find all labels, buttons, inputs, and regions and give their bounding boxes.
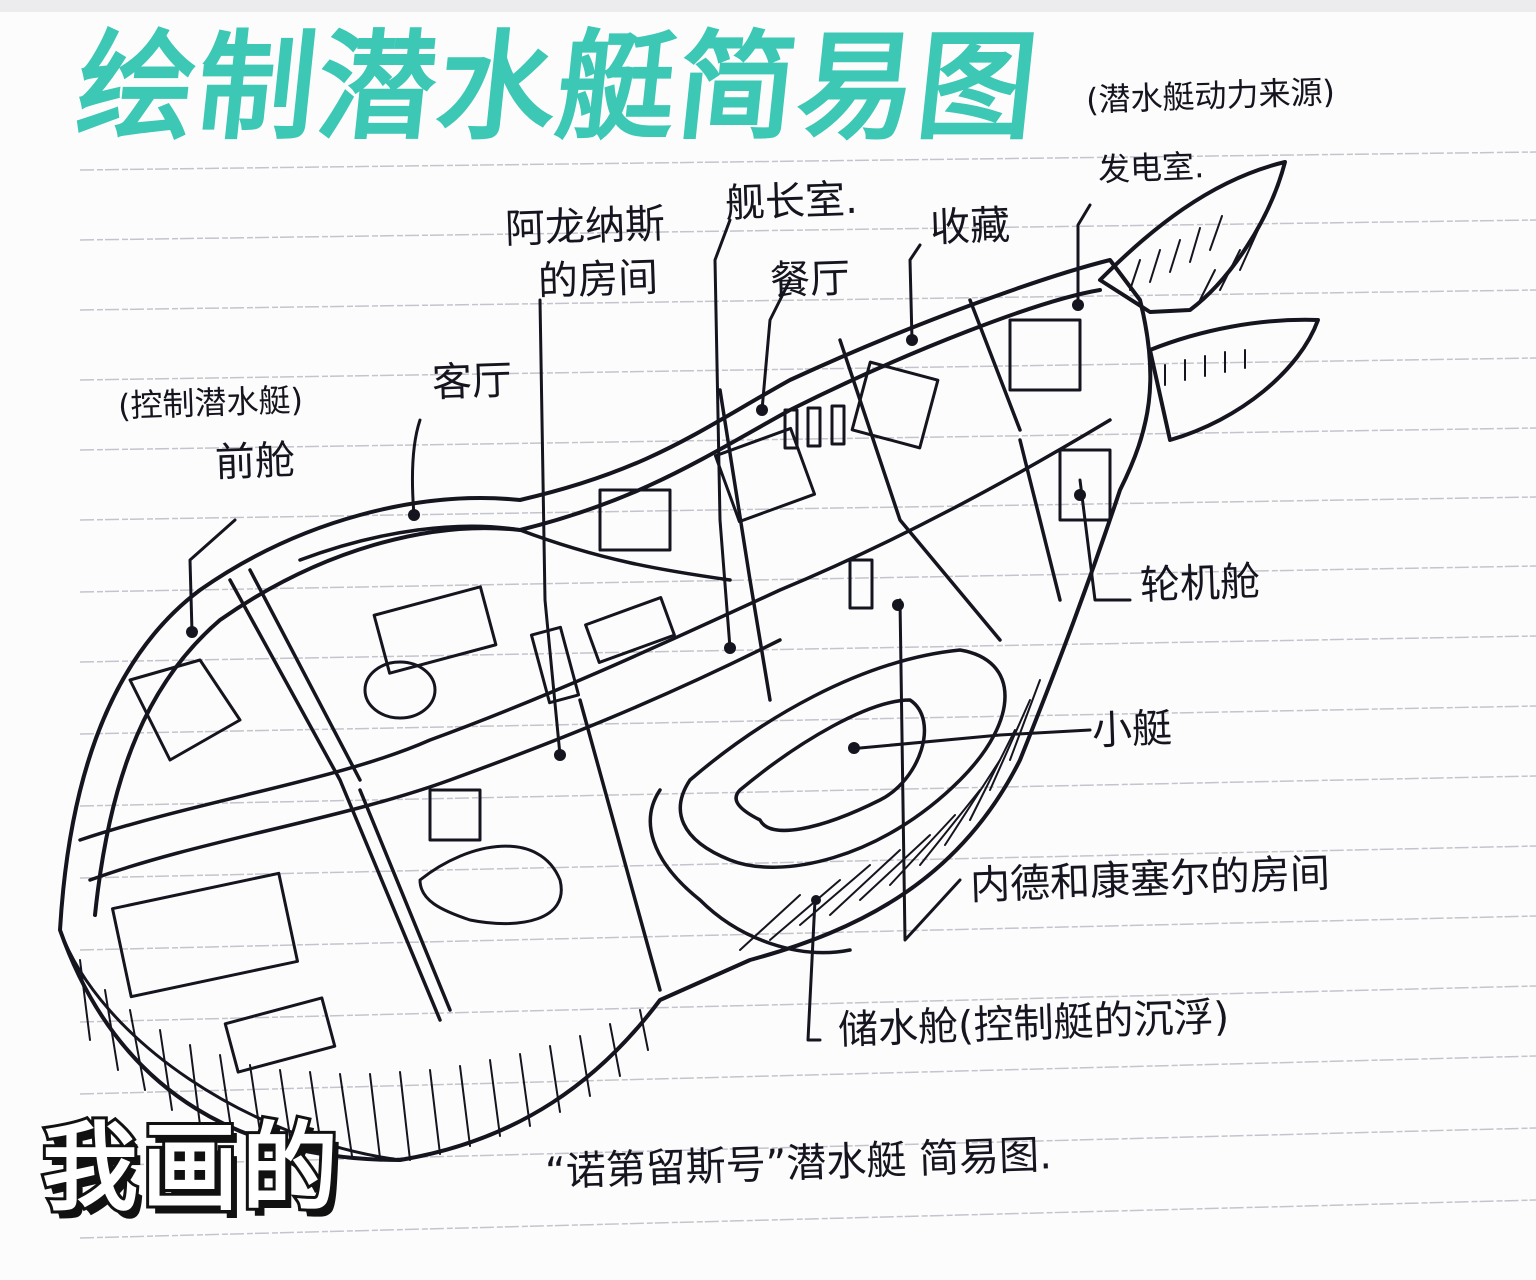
label-aronnax-room-line2: 的房间: [537, 254, 659, 306]
label-living-room: 客厅: [431, 357, 513, 407]
label-front-cabin: 前舱: [214, 437, 296, 487]
propeller-blades: [1098, 160, 1320, 442]
leader-lines: [188, 203, 1132, 1042]
label-captain-room: 舰长室.: [724, 176, 859, 228]
label-small-boat: 小艇: [1091, 705, 1173, 755]
label-collection: 收藏: [929, 202, 1011, 252]
label-engine-room: 轮机舱: [1139, 558, 1261, 610]
sticker-overlay-text: 我画的: [39, 1109, 342, 1227]
submarine-hull: [58, 258, 1153, 1162]
small-boat: [648, 648, 1007, 955]
furniture-sketches: [111, 318, 1112, 1074]
leader-dots: [186, 299, 1086, 905]
cabin-partitions: [78, 298, 1112, 1022]
label-control-note: (控制潜水艇): [117, 380, 304, 426]
label-power-source: (潜水艇动力来源): [1085, 72, 1336, 120]
paper-top-edge: [0, 0, 1536, 12]
label-dining-room: 餐厅: [769, 255, 851, 305]
label-generator-room: 发电室.: [1097, 147, 1205, 189]
label-aronnax-room-line1: 阿龙纳斯: [504, 201, 666, 253]
